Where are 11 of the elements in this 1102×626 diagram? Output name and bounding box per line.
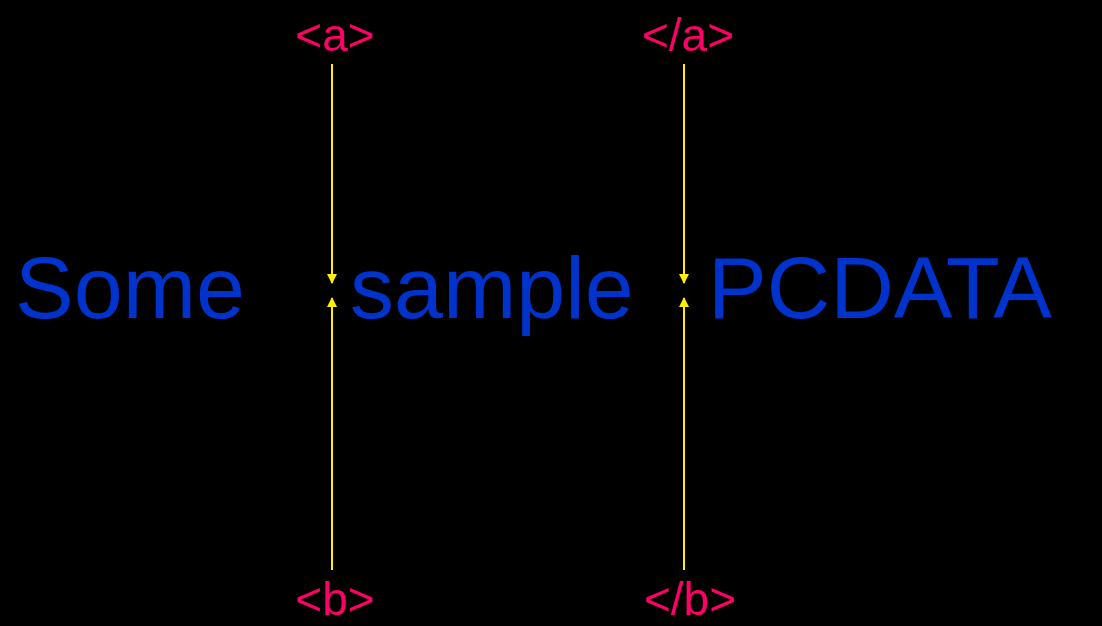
tag-label: </b> — [643, 570, 737, 626]
tag-label: </a> — [641, 6, 735, 64]
word: PCDATA — [708, 240, 1052, 336]
tag-label: <b> — [295, 570, 375, 626]
tag-label: <a> — [295, 6, 375, 64]
arrow — [327, 63, 337, 284]
word: Some — [15, 240, 245, 336]
arrow — [327, 297, 337, 571]
word: sample — [350, 240, 634, 336]
arrow — [679, 63, 689, 284]
arrow — [679, 297, 689, 571]
